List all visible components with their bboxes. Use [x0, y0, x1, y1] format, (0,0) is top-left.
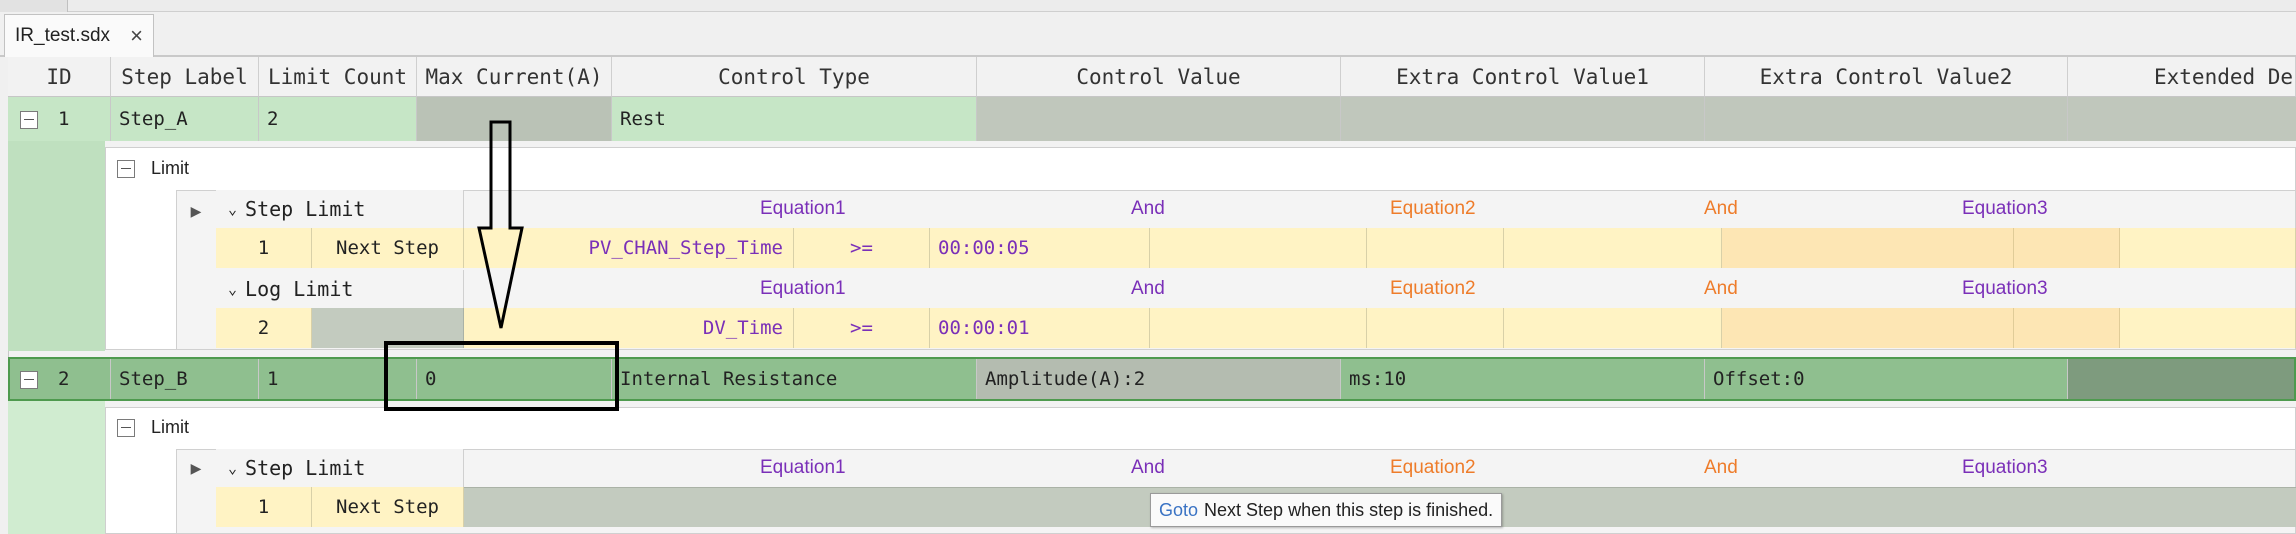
limit-row-id[interactable]: 2 — [216, 308, 312, 348]
step-limit-header[interactable]: ⌄ Step Limit — [216, 190, 464, 228]
control-type-cell[interactable]: Internal Resistance — [612, 359, 977, 399]
equation3-cell[interactable] — [2014, 228, 2120, 268]
column-header-extra-control-value2[interactable]: Extra Control Value2 — [1705, 57, 2068, 97]
top-toolbar-edge — [0, 0, 2296, 12]
and-label: And — [1704, 278, 1738, 299]
equation3-label: Equation3 — [1962, 198, 2048, 219]
chevron-down-icon: ⌄ — [228, 200, 238, 218]
and-label: And — [1704, 198, 1738, 219]
equation2-label: Equation2 — [1390, 457, 1476, 478]
column-header-control-value[interactable]: Control Value — [977, 57, 1341, 97]
row-id: 1 — [58, 108, 70, 130]
column-header-extra-control-value1[interactable]: Extra Control Value1 — [1341, 57, 1705, 97]
document-tab[interactable]: IR_test.sdx × — [4, 14, 154, 57]
and-label: And — [1704, 457, 1738, 478]
toolbar-item[interactable] — [0, 0, 68, 12]
tooltip-goto: Goto — [1159, 499, 1199, 520]
row-id-cell: 2 — [10, 359, 111, 399]
equation3-cell[interactable] — [2014, 308, 2120, 348]
limit-row-id[interactable]: 1 — [216, 487, 312, 527]
tooltip: Goto Next Step when this step is finishe… — [1150, 493, 1503, 527]
equation2-label: Equation2 — [1390, 278, 1476, 299]
control-value-cell[interactable] — [977, 97, 1341, 141]
limit-row-id[interactable]: 1 — [216, 228, 312, 268]
and-cell[interactable] — [1722, 308, 2014, 348]
and-cell[interactable] — [1150, 308, 1367, 348]
equation3-value-cell[interactable] — [2120, 228, 2296, 268]
step-label-cell[interactable]: Step_B — [111, 359, 259, 399]
limit-section-label: Limit — [151, 416, 190, 437]
column-header-extended[interactable]: Extended De — [2068, 57, 2296, 97]
annotation-arrow — [477, 120, 524, 329]
goto-cell[interactable]: Next Step — [312, 228, 464, 268]
equation1-value-cell[interactable]: 00:00:01 — [930, 308, 1150, 348]
collapse-icon[interactable] — [117, 160, 135, 178]
equation3-label: Equation3 — [1962, 278, 2048, 299]
limit-section-label: Limit — [151, 157, 190, 178]
equation2-value-cell[interactable] — [1504, 308, 1722, 348]
equation1-operator-cell[interactable]: >= — [794, 228, 930, 268]
annotation-highlight-box — [384, 341, 619, 411]
document-tab-title: IR_test.sdx — [15, 25, 111, 46]
column-header-step-label[interactable]: Step Label — [111, 57, 259, 97]
expand-arrow-icon[interactable]: ▶ — [190, 203, 202, 219]
collapse-icon[interactable] — [117, 419, 135, 437]
equation1-operator-cell[interactable]: >= — [794, 308, 930, 348]
limit-count-cell[interactable]: 1 — [259, 359, 417, 399]
log-limit-title: Log Limit — [245, 277, 354, 301]
tooltip-text: Next Step when this step is finished. — [1204, 499, 1494, 520]
close-icon[interactable]: × — [130, 23, 143, 48]
equation1-label: Equation1 — [760, 198, 846, 219]
row-indent-bar — [8, 400, 105, 534]
extra-control-value2-cell[interactable]: Offset:0 — [1705, 359, 2068, 399]
step-limit-title: Step Limit — [245, 197, 366, 221]
extra-control-value2-cell[interactable] — [1705, 97, 2068, 141]
equation2-cell[interactable] — [1367, 228, 1504, 268]
equation1-label: Equation1 — [760, 278, 846, 299]
equation3-label: Equation3 — [1962, 457, 2048, 478]
equation1-label: Equation1 — [760, 457, 846, 478]
equation2-value-cell[interactable] — [1504, 228, 1722, 268]
control-type-cell[interactable]: Rest — [612, 97, 977, 141]
equation3-value-cell[interactable] — [2120, 308, 2296, 348]
step-label-cell[interactable]: Step_A — [111, 97, 259, 141]
column-header-max-current[interactable]: Max Current(A) — [417, 57, 612, 97]
step-limit-header[interactable]: ⌄ Step Limit — [216, 449, 464, 487]
step-limit-title: Step Limit — [245, 456, 366, 480]
row-indent-bar — [8, 141, 105, 351]
max-current-cell[interactable]: 0 — [417, 359, 612, 399]
extra-control-value1-cell[interactable] — [1341, 97, 1705, 141]
and-label: And — [1131, 278, 1165, 299]
log-limit-header[interactable]: ⌄ Log Limit — [216, 270, 464, 308]
equation1-value-cell[interactable]: 00:00:05 — [930, 228, 1150, 268]
limit-count-cell[interactable]: 2 — [259, 97, 417, 141]
column-header-limit-count[interactable]: Limit Count — [259, 57, 417, 97]
column-header-id[interactable]: ID — [8, 57, 111, 97]
max-current-cell[interactable] — [417, 97, 612, 141]
and-cell[interactable] — [1722, 228, 2014, 268]
extra-control-value1-cell[interactable]: ms:10 — [1341, 359, 1705, 399]
chevron-down-icon: ⌄ — [228, 459, 238, 477]
and-cell[interactable] — [1150, 228, 1367, 268]
control-value-cell[interactable]: Amplitude(A):2 — [977, 359, 1341, 399]
row-id-cell: 1 — [8, 97, 111, 141]
chevron-down-icon: ⌄ — [228, 280, 238, 298]
collapse-icon[interactable] — [20, 371, 38, 389]
extended-cell[interactable] — [2068, 359, 2294, 399]
row-id: 2 — [58, 368, 70, 390]
column-header-control-type[interactable]: Control Type — [612, 57, 977, 97]
collapse-icon[interactable] — [20, 111, 38, 129]
equation2-cell[interactable] — [1367, 308, 1504, 348]
and-label: And — [1131, 198, 1165, 219]
and-label: And — [1131, 457, 1165, 478]
equation2-label: Equation2 — [1390, 198, 1476, 219]
expand-arrow-icon[interactable]: ▶ — [190, 459, 202, 476]
goto-cell[interactable]: Next Step — [312, 487, 464, 527]
